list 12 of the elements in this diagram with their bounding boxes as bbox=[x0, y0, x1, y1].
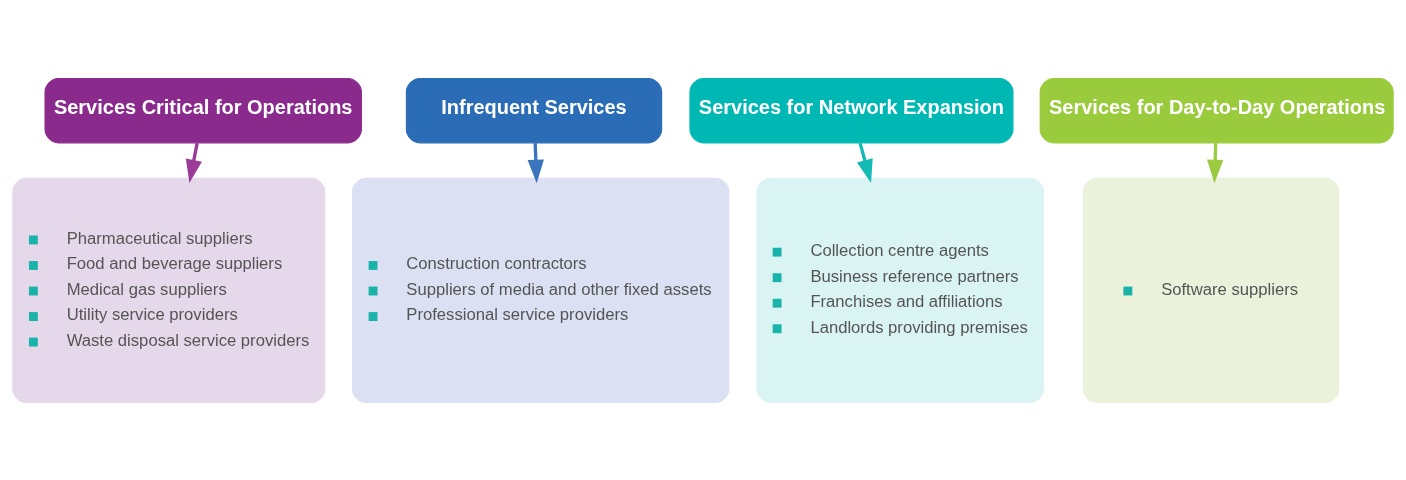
arrow bbox=[527, 142, 544, 183]
node-box: Services Critical for Operations bbox=[44, 77, 362, 143]
arrow bbox=[185, 142, 202, 183]
arrow bbox=[1206, 142, 1224, 183]
node-box: Software suppliers bbox=[1082, 177, 1340, 403]
node-box: Services for Network Expansion bbox=[689, 77, 1014, 143]
node-box: Pharmaceutical suppliers Food and beverage suppliers Medical gas suppliers Utility service providers Waste disposal service providers bbox=[12, 177, 326, 403]
node-box: Services for Day-to-Day Operations bbox=[1039, 77, 1394, 143]
node-box: Collection centre agents Business reference partners Franchises and affiliations Landlords providing premises bbox=[756, 177, 1045, 403]
node-box: Infrequent Services bbox=[405, 77, 663, 143]
arrow bbox=[856, 142, 873, 183]
node-box: Construction contractors Suppliers of media and other fixed assets Professional service providers bbox=[351, 177, 730, 403]
